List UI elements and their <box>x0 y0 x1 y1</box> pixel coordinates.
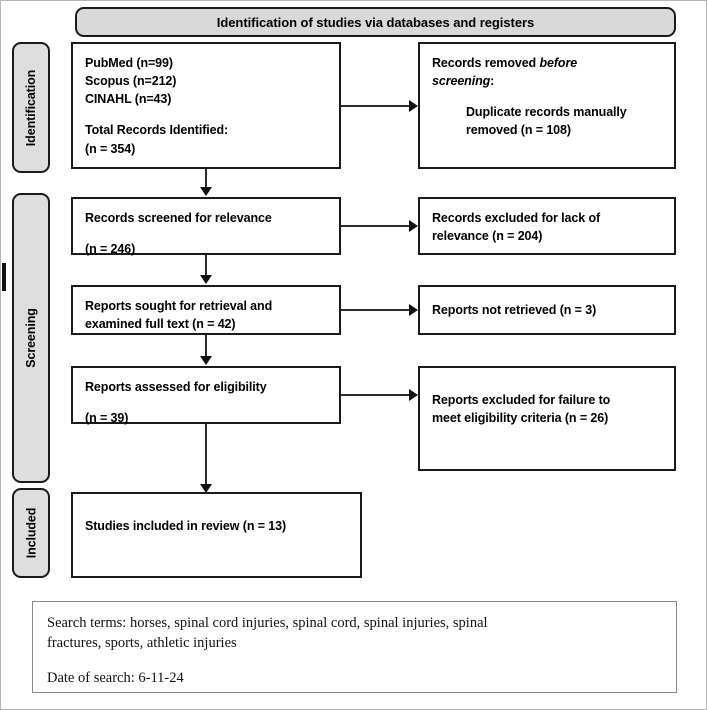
stage-label-included: Included <box>12 488 50 578</box>
box-records-excluded: Records excluded for lack of relevance (… <box>418 197 676 255</box>
date-of-search: Date of search: 6-11-24 <box>47 670 184 687</box>
reports-sought-line2: examined full text (n = 42) <box>85 317 236 332</box>
stage-label-identification-text: Identification <box>24 69 39 146</box>
records-removed-line1: Records removed before <box>432 54 662 72</box>
records-identified-line3: CINAHL (n=43) <box>85 92 172 107</box>
stage-label-screening: Screening <box>12 193 50 483</box>
records-removed-line1-prefix: Records removed <box>432 56 540 70</box>
records-identified-line5: (n = 354) <box>85 141 136 156</box>
records-removed-line2-italic: screening <box>432 74 491 89</box>
reports-assessed-line1: Reports assessed for eligibility <box>85 380 267 394</box>
box-studies-included: Studies included in review (n = 13) <box>71 492 362 578</box>
reports-sought-line1: Reports sought for retrieval and <box>85 299 273 313</box>
records-screened-line2: (n = 246) <box>85 242 136 257</box>
reports-not-retrieved-line1: Reports not retrieved (n = 3) <box>432 302 597 317</box>
left-edge-mark <box>2 263 6 291</box>
stage-label-included-text: Included <box>24 507 38 559</box>
search-terms-line2: fractures, sports, athletic injuries <box>47 634 237 651</box>
box-records-removed: Records removed before screening: Duplic… <box>418 42 676 169</box>
records-excluded-line2: relevance (n = 204) <box>432 229 543 244</box>
records-excluded-line1: Records excluded for lack of <box>432 211 601 225</box>
records-removed-line2-suffix: : <box>490 74 495 89</box>
records-removed-line1-italic: before <box>539 56 578 70</box>
box-reports-excluded: Reports excluded for failure to meet eli… <box>418 366 676 471</box>
stage-label-screening-text: Screening <box>24 308 39 368</box>
search-terms-note: Search terms: horses, spinal cord injuri… <box>32 601 677 693</box>
records-removed-line2: screening: <box>432 72 662 90</box>
studies-included-line1: Studies included in review (n = 13) <box>85 519 287 533</box>
records-removed-line3: Duplicate records manually <box>466 105 627 120</box>
reports-assessed-line2: (n = 39) <box>85 411 129 426</box>
records-identified-line1: PubMed (n=99) <box>85 56 173 70</box>
records-identified-line2: Scopus (n=212) <box>85 74 177 89</box>
records-screened-line1: Records screened for relevance <box>85 211 272 225</box>
search-terms-line1: Search terms: horses, spinal cord injuri… <box>47 615 488 631</box>
box-records-screened: Records screened for relevance (n = 246) <box>71 197 341 257</box>
box-reports-sought: Reports sought for retrieval and examine… <box>71 285 341 335</box>
diagram-header-banner: Identification of studies via databases … <box>75 7 676 37</box>
box-reports-assessed: Reports assessed for eligibility (n = 39… <box>71 366 341 426</box>
records-identified-line4: Total Records Identified: <box>85 123 229 138</box>
stage-label-identification: Identification <box>12 42 50 173</box>
box-reports-not-retrieved: Reports not retrieved (n = 3) <box>418 285 676 335</box>
box-records-identified: PubMed (n=99) Scopus (n=212) CINAHL (n=4… <box>71 42 341 169</box>
reports-excluded-line1: Reports excluded for failure to <box>432 393 611 407</box>
records-removed-line4: removed (n = 108) <box>466 123 571 138</box>
reports-excluded-line2: meet eligibility criteria (n = 26) <box>432 411 609 426</box>
diagram-header-title: Identification of studies via databases … <box>216 14 535 30</box>
